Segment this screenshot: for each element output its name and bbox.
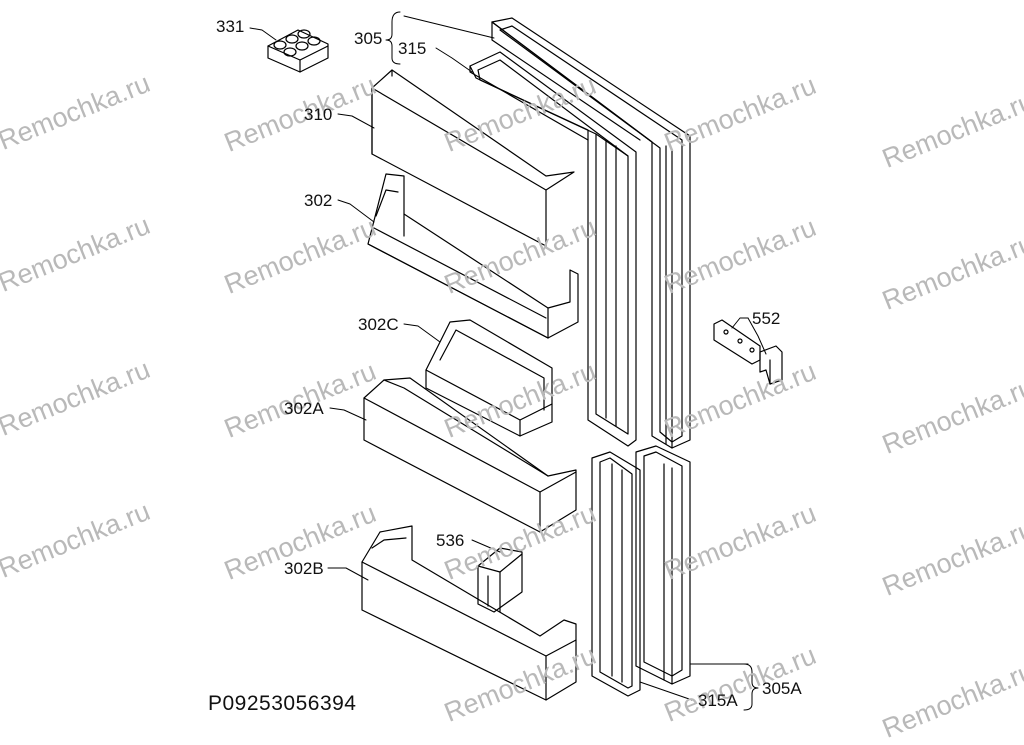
- door-shelf-302a: [363, 377, 577, 533]
- label-536: 536: [436, 531, 465, 550]
- upper-door-panel: [491, 17, 691, 449]
- upper-door-gasket: [469, 51, 637, 447]
- label-302c: 302C: [358, 315, 399, 334]
- drawing-code: P09253056394: [208, 692, 357, 715]
- label-310: 310: [304, 105, 333, 124]
- leader-lines: [249, 11, 767, 711]
- egg-tray: [267, 29, 329, 73]
- label-331: 331: [216, 17, 245, 36]
- label-305a: 305A: [762, 679, 802, 698]
- label-315: 315: [398, 39, 427, 58]
- exploded-parts-diagram: [249, 11, 783, 711]
- label-552: 552: [752, 309, 781, 328]
- label-302a: 302A: [284, 399, 324, 418]
- dairy-compartment-flap: [371, 69, 575, 247]
- label-302: 302: [304, 191, 333, 210]
- label-315a: 315A: [698, 691, 738, 710]
- label-305: 305: [354, 29, 383, 48]
- door-shelf-302b: [361, 525, 577, 701]
- door-shelf-302c: [425, 319, 553, 437]
- door-shelf-302: [367, 173, 579, 339]
- lower-door-panel: [635, 445, 691, 685]
- hinge-552: [713, 319, 783, 385]
- part-536-holder: [477, 547, 523, 613]
- label-302b: 302B: [284, 559, 324, 578]
- lower-door-gasket: [591, 451, 641, 697]
